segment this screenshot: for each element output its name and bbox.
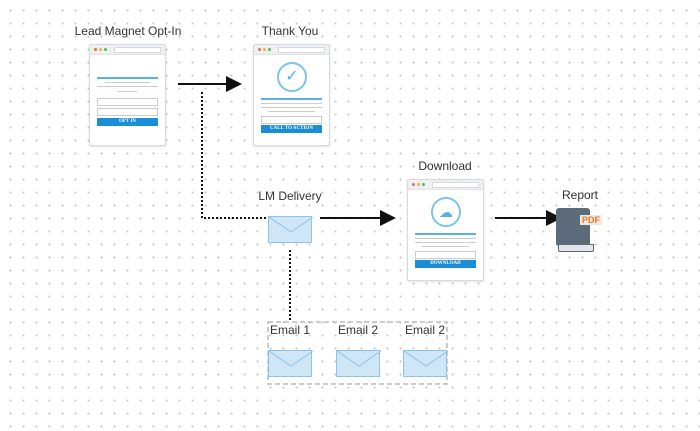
- report-title: Report: [561, 188, 599, 202]
- check-icon: ✓: [277, 62, 307, 92]
- dotted-optin-to-delivery: [201, 92, 266, 219]
- email-3-title: Email 2: [404, 323, 446, 337]
- email-2-envelope-icon[interactable]: [336, 350, 381, 377]
- email-3-envelope-icon[interactable]: [403, 350, 448, 377]
- optin-button: OPT IN: [97, 118, 158, 126]
- browser-bar: [90, 45, 165, 55]
- pdf-badge: PDF: [580, 215, 602, 225]
- download-button: DOWNLOAD: [415, 260, 476, 268]
- optin-page-node[interactable]: OPT IN: [89, 44, 166, 146]
- book-icon[interactable]: PDF: [556, 208, 602, 252]
- download-page-node[interactable]: ☁ DOWNLOAD: [407, 179, 484, 281]
- thankyou-page-node[interactable]: ✓ CALL TO ACTION: [253, 44, 330, 146]
- cloud-download-icon: ☁: [431, 197, 461, 227]
- optin-title: Lead Magnet Opt-In: [74, 24, 182, 38]
- envelope-icon[interactable]: [268, 216, 313, 243]
- email-1-envelope-icon[interactable]: [268, 350, 313, 377]
- cta-button: CALL TO ACTION: [261, 125, 322, 133]
- thankyou-title: Thank You: [261, 24, 319, 38]
- email-1-title: Email 1: [269, 323, 311, 337]
- download-title: Download: [418, 159, 472, 173]
- email-2-title: Email 2: [337, 323, 379, 337]
- lm-delivery-title: LM Delivery: [258, 189, 322, 203]
